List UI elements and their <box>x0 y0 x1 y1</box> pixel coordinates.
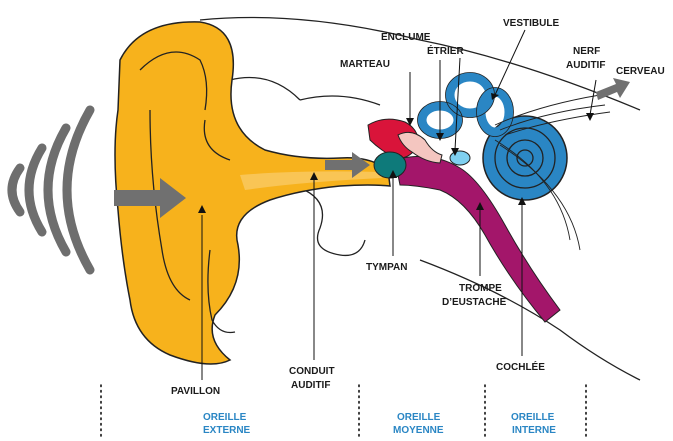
label-cerveau: CERVEAU <box>616 66 665 77</box>
zone-interne-line1: OREILLE <box>511 412 555 423</box>
label-enclume: ENCLUME <box>381 32 431 43</box>
label-tympan: TYMPAN <box>366 262 407 273</box>
label-nerf-line2: AUDITIF <box>566 60 605 71</box>
zone-externe-line2: EXTERNE <box>203 425 251 436</box>
zone-moyenne-line1: OREILLE <box>397 412 441 423</box>
zone-moyenne-line2: MOYENNE <box>393 425 444 436</box>
label-etrier: ÉTRIER <box>427 44 464 57</box>
eardrum-shape <box>374 152 406 178</box>
label-conduit-line2: AUDITIF <box>291 380 330 391</box>
vestibule-canals <box>422 77 509 134</box>
brain-arrow <box>596 78 630 100</box>
oval-window <box>450 151 470 165</box>
label-marteau: MARTEAU <box>340 59 390 70</box>
leader-lines <box>202 30 596 380</box>
zone-interne-line2: INTERNE <box>512 425 556 436</box>
sound-waves-icon <box>12 110 90 270</box>
label-cochlee: COCHLÉE <box>496 360 545 373</box>
zone-externe-line1: OREILLE <box>203 412 247 423</box>
label-trompe-line2: D’EUSTACHE <box>442 297 507 308</box>
label-vestibule: VESTIBULE <box>503 18 559 29</box>
label-nerf-line1: NERF <box>573 46 600 57</box>
label-trompe-line1: TROMPE <box>459 283 502 294</box>
label-conduit-line1: CONDUIT <box>289 366 335 377</box>
label-pavillon: PAVILLON <box>171 386 220 397</box>
